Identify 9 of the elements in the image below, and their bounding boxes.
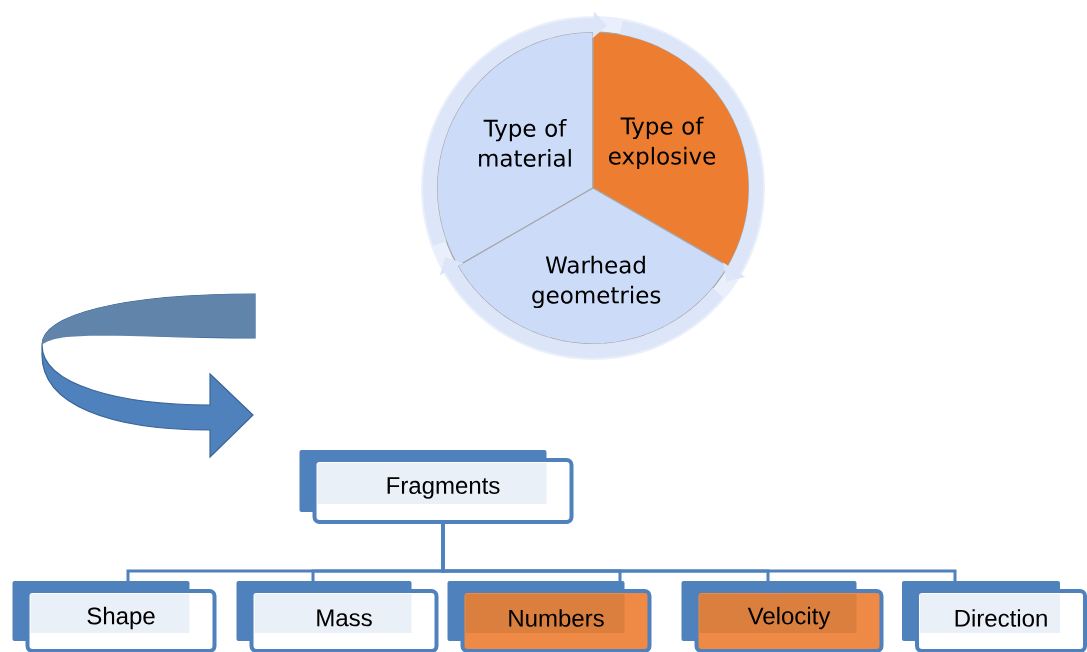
tree-box: Numbers bbox=[447, 581, 652, 652]
tree-box: Velocity bbox=[681, 581, 884, 652]
tree-box: Mass bbox=[236, 581, 439, 652]
tree-box: Shape bbox=[12, 581, 217, 652]
pie-sector: Warhead geometries bbox=[457, 187, 729, 345]
tree-box: Direction bbox=[902, 581, 1087, 652]
tree-box: Fragments bbox=[299, 450, 574, 524]
cycle-arrow bbox=[619, 20, 763, 282]
connector-line bbox=[441, 524, 957, 581]
